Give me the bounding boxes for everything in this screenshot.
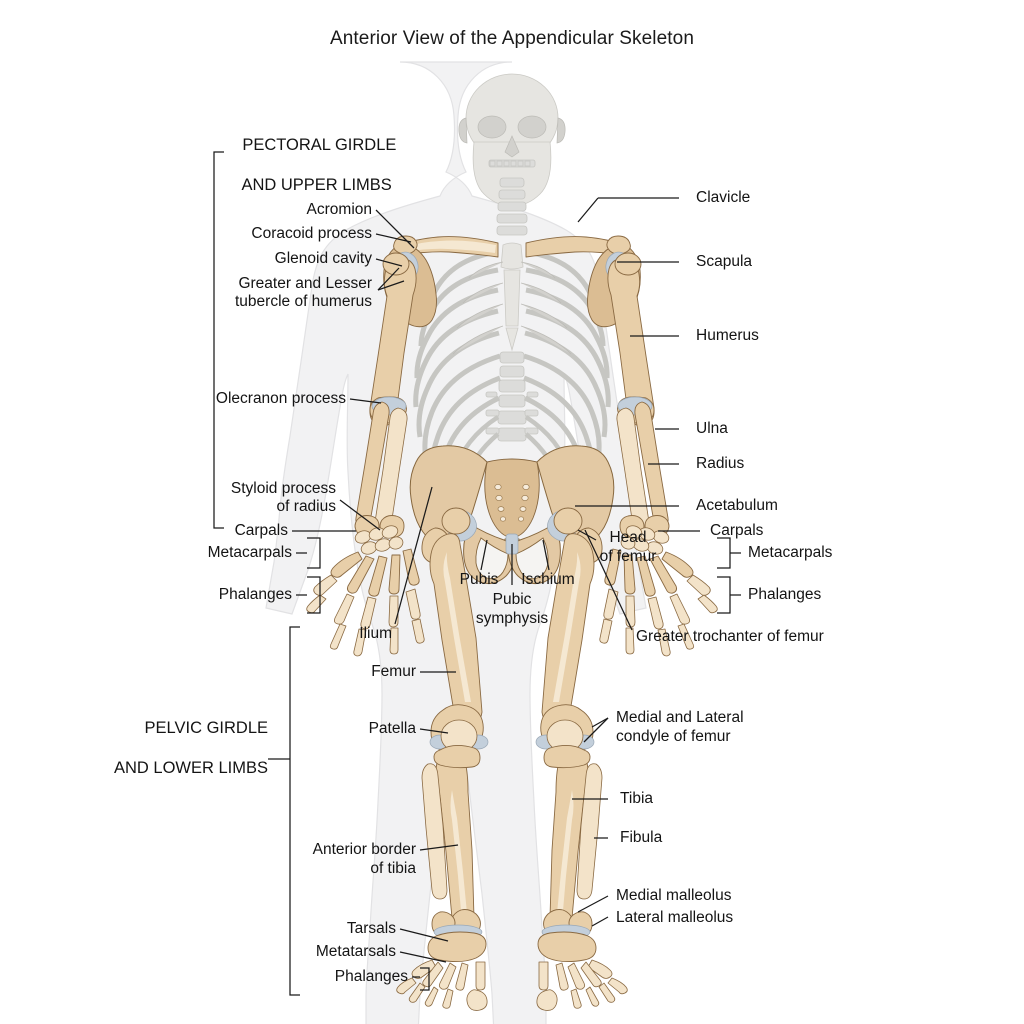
label-phalanges-foot: Phalanges xyxy=(334,967,408,985)
foot-right xyxy=(536,924,628,1011)
group-label-pectoral: PECTORAL GIRDLE AND UPPER LIMBS xyxy=(0,115,396,215)
label-acetabulum: Acetabulum xyxy=(696,496,778,514)
label-clavicle: Clavicle xyxy=(696,188,751,206)
figure-title: Anterior View of the Appendicular Skelet… xyxy=(329,28,695,49)
lower-leg-left xyxy=(421,745,481,938)
label-pubis: Pubis xyxy=(459,570,499,588)
forearm-right xyxy=(616,401,670,538)
label-tubercle-line1: Greater and Lesser xyxy=(238,274,372,292)
label-tarsals: Tarsals xyxy=(346,919,396,937)
label-ulna: Ulna xyxy=(696,419,728,437)
label-metacarpals-left: Metacarpals xyxy=(207,543,292,561)
label-carpals-right: Carpals xyxy=(710,521,764,539)
group-pelvic-line2: AND LOWER LIMBS xyxy=(113,759,268,777)
label-head-of-femur-line2: of femur xyxy=(599,547,657,565)
humerus-right xyxy=(607,252,655,427)
group-pectoral-line2: AND UPPER LIMBS xyxy=(241,176,392,194)
label-pubic-symphysis-line1: Pubic xyxy=(492,590,532,608)
label-ant-border-line2: of tibia xyxy=(370,859,416,877)
label-styloid-line2: of radius xyxy=(276,497,336,515)
label-medial-malleolus: Medial malleolus xyxy=(616,886,732,904)
lower-leg-right xyxy=(543,745,603,938)
label-carpals-left: Carpals xyxy=(234,521,288,539)
label-metatarsals: Metatarsals xyxy=(315,942,396,960)
label-radius: Radius xyxy=(696,454,745,472)
label-lateral-malleolus: Lateral malleolus xyxy=(616,908,734,926)
label-patella: Patella xyxy=(368,719,416,737)
label-phalanges-right: Phalanges xyxy=(748,585,822,603)
label-ischium: Ischium xyxy=(521,570,575,588)
group-pectoral-line1: PECTORAL GIRDLE xyxy=(242,136,397,154)
label-phalanges-left: Phalanges xyxy=(218,585,292,603)
label-femur: Femur xyxy=(371,662,416,680)
label-acromion: Acromion xyxy=(306,200,372,218)
label-ant-border-line1: Anterior border xyxy=(312,840,416,858)
label-fibula: Fibula xyxy=(620,828,663,846)
label-tibia: Tibia xyxy=(620,789,654,807)
group-pelvic-line1: PELVIC GIRDLE xyxy=(144,719,268,737)
label-glenoid-cavity: Glenoid cavity xyxy=(274,249,372,267)
label-condyle-line1: Medial and Lateral xyxy=(616,708,744,726)
label-greater-trochanter: Greater trochanter of femur xyxy=(636,627,824,645)
label-condyle-line2: condyle of femur xyxy=(616,727,731,745)
group-label-pelvic: PELVIC GIRDLE AND LOWER LIMBS xyxy=(0,698,268,798)
label-head-of-femur-line1: Head xyxy=(609,528,647,546)
label-scapula: Scapula xyxy=(696,252,753,270)
label-olecranon-process: Olecranon process xyxy=(215,389,346,407)
label-ilium: Ilium xyxy=(359,624,392,642)
label-coracoid-process: Coracoid process xyxy=(251,224,372,242)
label-styloid-line1: Styloid process xyxy=(230,479,336,497)
label-pubic-symphysis-line2: symphysis xyxy=(475,609,549,627)
label-humerus: Humerus xyxy=(696,326,759,344)
label-metacarpals-right: Metacarpals xyxy=(748,543,833,561)
label-tubercle-line2: tubercle of humerus xyxy=(235,292,372,310)
